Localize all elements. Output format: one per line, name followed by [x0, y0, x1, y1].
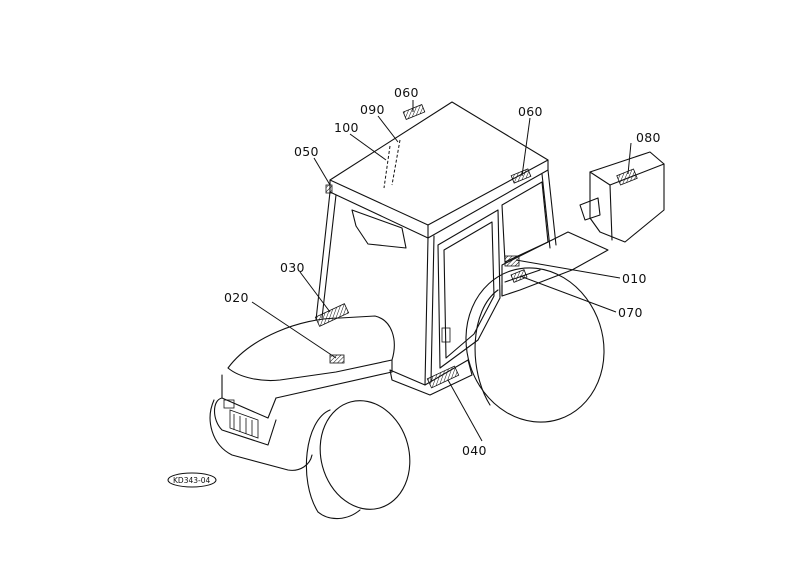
cab-frame: [315, 169, 557, 396]
decal-070: [510, 269, 528, 283]
decal-010: [504, 255, 520, 267]
callout-060-roof: 060: [394, 85, 419, 100]
decal-100-strip: [383, 145, 391, 189]
decal-040: [426, 365, 460, 389]
callout-040: 040: [462, 443, 487, 458]
callout-030: 030: [280, 260, 305, 275]
decal-080-cover: [616, 168, 638, 186]
decal-090-strip: [391, 139, 401, 186]
callout-010: 010: [622, 271, 647, 286]
callout-090: 090: [360, 102, 385, 117]
tractor-illustration: [209, 100, 665, 520]
callout-100: 100: [334, 120, 359, 135]
leader-lines: [251, 100, 632, 442]
callout-060-rear: 060: [518, 104, 543, 119]
decals: [314, 104, 638, 389]
cab-roof: [329, 101, 549, 239]
decal-060-rear: [510, 168, 532, 184]
callout-020: 020: [224, 290, 249, 305]
decal-030: [314, 303, 350, 327]
hood: [209, 315, 395, 471]
reference-code: KD343-04: [173, 476, 210, 485]
callout-050: 050: [294, 144, 319, 159]
callout-080: 080: [636, 130, 661, 145]
reference-code-badge: KD343-04: [167, 472, 217, 488]
front-wheel: [305, 400, 411, 520]
callout-070: 070: [618, 305, 643, 320]
decal-020: [329, 354, 345, 364]
callout-labels: 060 090 100 050 060 080 010 070 030 020 …: [224, 85, 661, 458]
decal-060-roof: [402, 104, 426, 120]
rear-wheel: [465, 267, 605, 423]
decal-050: [325, 184, 333, 194]
rear-cover-part: [579, 151, 665, 243]
